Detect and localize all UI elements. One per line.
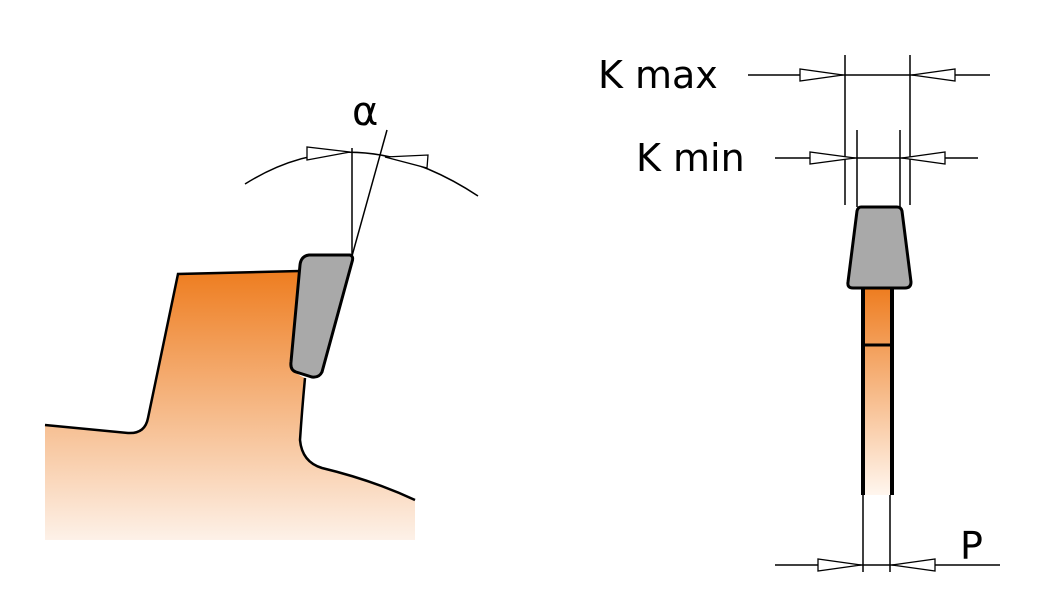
arrow-right-icon	[306, 146, 351, 161]
angle-alpha-label: α	[352, 89, 378, 135]
arrow-left-icon	[891, 558, 936, 572]
tooth-front-view: K max K min P	[598, 53, 1000, 572]
saw-body	[45, 271, 415, 540]
rotation-arc	[244, 151, 479, 197]
arrow-left-icon	[384, 154, 429, 169]
k-max-label: K max	[598, 53, 718, 97]
arrow-right-icon	[799, 68, 844, 82]
tooth-side-view: α	[44, 89, 479, 540]
k-min-label: K min	[636, 136, 745, 180]
saw-blade-body	[863, 289, 892, 495]
arrow-left-icon	[901, 151, 946, 165]
arrow-right-icon	[817, 558, 862, 572]
arrow-right-icon	[809, 151, 856, 165]
p-label: P	[960, 524, 983, 568]
arrow-left-icon	[911, 68, 956, 82]
carbide-tip	[289, 253, 355, 379]
carbide-tip-front	[846, 205, 913, 290]
